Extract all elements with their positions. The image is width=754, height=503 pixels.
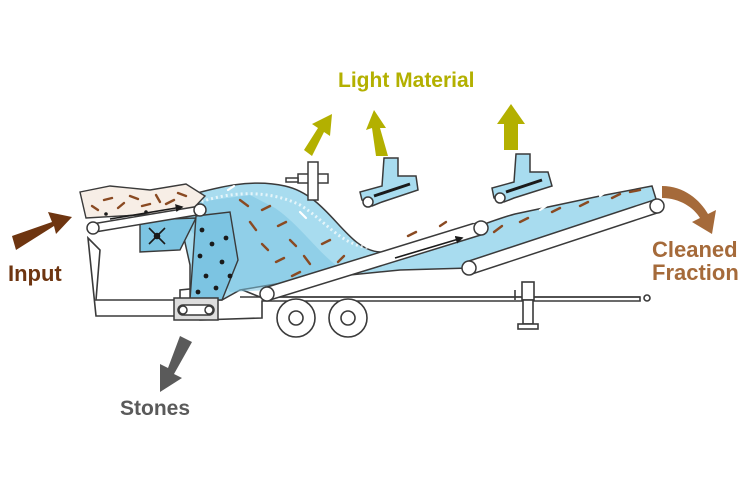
stones-arrow xyxy=(160,336,192,392)
stone-particles xyxy=(104,210,233,295)
arrow-up-icon xyxy=(497,104,525,150)
arrow-up-icon xyxy=(304,114,332,156)
cleaned-arrow xyxy=(662,186,716,234)
input-label: Input xyxy=(8,261,62,286)
input-conveyor xyxy=(86,203,207,235)
cleaned-label-line1: Cleaned xyxy=(652,237,738,262)
light-material-arrows xyxy=(304,104,525,156)
cleaned-label-line2: Fraction xyxy=(652,260,739,286)
arrow-down-icon xyxy=(160,336,192,392)
stones-label: Stones xyxy=(120,397,191,420)
second-hood xyxy=(359,157,419,208)
arrow-up-icon xyxy=(366,110,388,156)
light-material-label: Light Material xyxy=(338,69,475,92)
arrow-right-icon xyxy=(12,212,72,250)
stone-chute xyxy=(189,211,239,301)
second-conveyor xyxy=(461,198,665,276)
debris-particles xyxy=(90,188,642,278)
input-hopper xyxy=(79,183,207,219)
main-conveyor xyxy=(259,220,489,302)
first-duct xyxy=(285,161,329,201)
curved-arrow-icon xyxy=(662,186,716,234)
third-hood xyxy=(491,153,553,204)
input-arrow xyxy=(12,212,72,250)
stone-conveyor xyxy=(173,297,219,321)
light-particles xyxy=(226,184,608,246)
machine-frame xyxy=(86,235,651,330)
wheels xyxy=(276,298,368,338)
cleaned-fraction-label: Cleaned Fraction xyxy=(652,238,739,284)
fan-icon xyxy=(148,227,166,245)
